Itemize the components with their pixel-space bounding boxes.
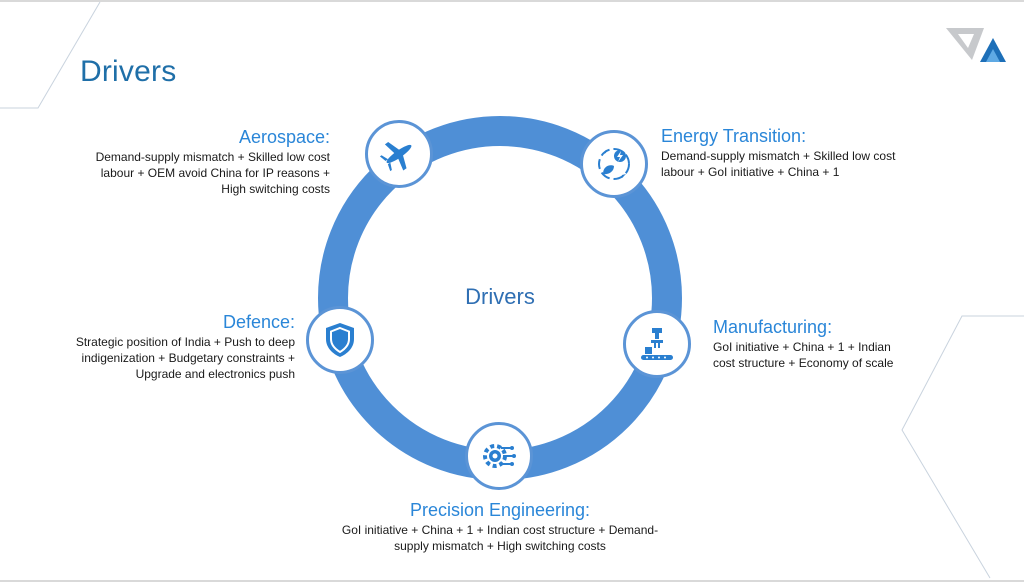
defence-description: Strategic position of India + Push to de… [75,335,295,381]
defence-heading: Defence: [222,312,295,332]
center-label: Drivers [465,284,535,309]
energy-transition-description: Demand-supply mismatch + Skilled low cos… [661,149,896,179]
manufacturing-node [623,310,691,378]
precision-engineering-node [465,422,533,490]
robotic-arm-icon [641,328,673,360]
aerospace-description: Demand-supply mismatch + Skilled low cos… [95,150,330,196]
precision-engineering-description: GoI initiative + China + 1 + Indian cost… [341,523,659,553]
defence-node [306,306,374,374]
top-border-line [0,0,1024,2]
page-title: Drivers [80,55,177,88]
precision-engineering-heading: Precision Engineering: [409,500,591,520]
energy-transition-heading: Energy Transition: [661,126,807,146]
airplane-icon [379,142,412,172]
energy-transition-node [580,130,648,198]
energy-transition-icon [598,148,630,180]
shield-icon [326,323,354,357]
manufacturing-heading: Manufacturing: [713,317,833,337]
company-logo [946,28,1006,62]
aerospace-heading: Aerospace: [238,127,330,147]
bottom-border-line [0,580,1024,582]
manufacturing-description: GoI initiative + China + 1 + Indian cost… [713,340,894,370]
aerospace-node [365,120,433,188]
circuit-gear-icon [483,444,516,468]
